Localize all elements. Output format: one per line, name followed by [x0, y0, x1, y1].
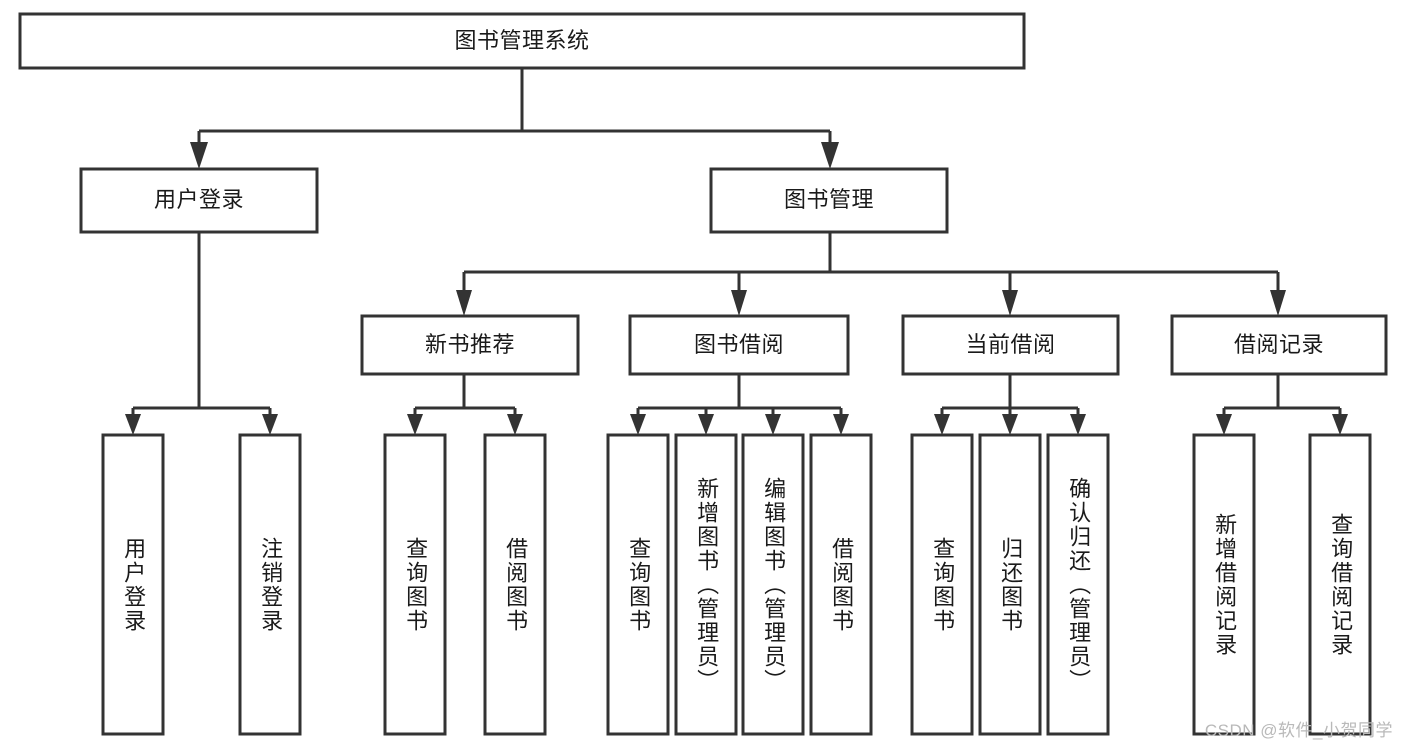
node-label-current-borrow: 当前借阅 [965, 331, 1056, 357]
arrow-book-borrow [731, 290, 747, 316]
arrow-new-book-recommend [456, 290, 472, 316]
leaf-box-borrow-book-2[interactable] [809, 433, 873, 736]
leaf-label-user-login: 用户登录 [121, 536, 147, 633]
edge-group-root [190, 68, 839, 169]
leaf-box-user-login[interactable] [101, 433, 165, 736]
arrow-leaf-query-book-1 [407, 414, 423, 435]
arrow-leaf-return-book [1002, 414, 1018, 435]
leaf-box-user-logout[interactable] [238, 433, 302, 736]
edge-group-user-login [125, 232, 278, 435]
arrow-leaf-confirm-return [1070, 414, 1086, 435]
arrow-leaf-query-book-3 [934, 414, 950, 435]
arrow-current-borrow [1002, 290, 1018, 316]
leaf-label-return-book: 归还图书 [998, 536, 1024, 633]
arrow-book-manage [821, 142, 839, 169]
leaf-box-confirm-return[interactable] [1046, 433, 1110, 736]
node-box-user-login[interactable] [79, 167, 319, 234]
leaf-label-query-book-1: 查询图书 [403, 536, 429, 633]
node-box-book-manage[interactable] [709, 167, 949, 234]
arrow-borrow-record [1270, 290, 1286, 316]
leaf-label-borrow-book-2: 借阅图书 [829, 536, 855, 633]
leaf-box-query-book-3[interactable] [910, 433, 974, 736]
edge-group-current-borrow [934, 374, 1086, 435]
edge-group-book-manage [456, 232, 1286, 316]
arrow-leaf-user-login [125, 414, 141, 435]
leaf-label-confirm-return: 确认归还（管理员） [1066, 476, 1092, 693]
leaf-box-query-book-1[interactable] [383, 433, 447, 736]
leaf-box-query-record[interactable] [1308, 433, 1372, 736]
arrow-leaf-borrow-book-2 [833, 414, 849, 435]
csdn-watermark: CSDN @软件_小贺同学 [1204, 721, 1393, 740]
leaf-label-query-record: 查询借阅记录 [1328, 512, 1354, 657]
leaf-label-edit-book: 编辑图书（管理员） [761, 476, 787, 693]
node-box-current-borrow[interactable] [901, 314, 1120, 376]
node-label-borrow-record: 借阅记录 [1233, 331, 1324, 357]
node-label-new-book-recommend: 新书推荐 [424, 331, 515, 357]
edge-group-book-borrow [630, 374, 849, 435]
arrow-leaf-query-book-2 [630, 414, 646, 435]
node-label-book-borrow: 图书借阅 [693, 331, 784, 357]
leaf-label-query-book-2: 查询图书 [626, 536, 652, 633]
node-label-book-manage: 图书管理 [783, 187, 874, 213]
leaf-box-add-record[interactable] [1192, 433, 1256, 736]
node-box-borrow-record[interactable] [1170, 314, 1388, 376]
leaf-label-query-book-3: 查询图书 [930, 536, 956, 633]
leaf-label-add-book: 新增图书（管理员） [694, 476, 720, 693]
leaf-label-borrow-book-1: 借阅图书 [503, 536, 529, 633]
arrow-leaf-user-logout [262, 414, 278, 435]
arrow-leaf-edit-book [765, 414, 781, 435]
leaf-box-query-book-2[interactable] [606, 433, 670, 736]
leaf-box-add-book[interactable] [674, 433, 738, 736]
leaf-box-return-book[interactable] [978, 433, 1042, 736]
arrow-leaf-add-record [1216, 414, 1232, 435]
node-label-root: 图书管理系统 [454, 27, 590, 53]
node-box-root[interactable] [18, 12, 1026, 70]
node-box-new-book-recommend[interactable] [360, 314, 580, 376]
node-box-book-borrow[interactable] [628, 314, 850, 376]
leaf-box-borrow-book-1[interactable] [483, 433, 547, 736]
node-label-user-login: 用户登录 [153, 187, 244, 213]
edge-group-borrow-record [1216, 374, 1348, 435]
arrow-leaf-borrow-book-1 [507, 414, 523, 435]
leaf-label-user-logout: 注销登录 [258, 536, 284, 633]
leaf-label-add-record: 新增借阅记录 [1212, 512, 1238, 657]
leaf-box-edit-book[interactable] [741, 433, 805, 736]
arrow-leaf-add-book [698, 414, 714, 435]
arrow-leaf-query-record [1332, 414, 1348, 435]
edge-group-new-book-recommend [407, 374, 523, 435]
arrow-user-login [190, 142, 208, 169]
